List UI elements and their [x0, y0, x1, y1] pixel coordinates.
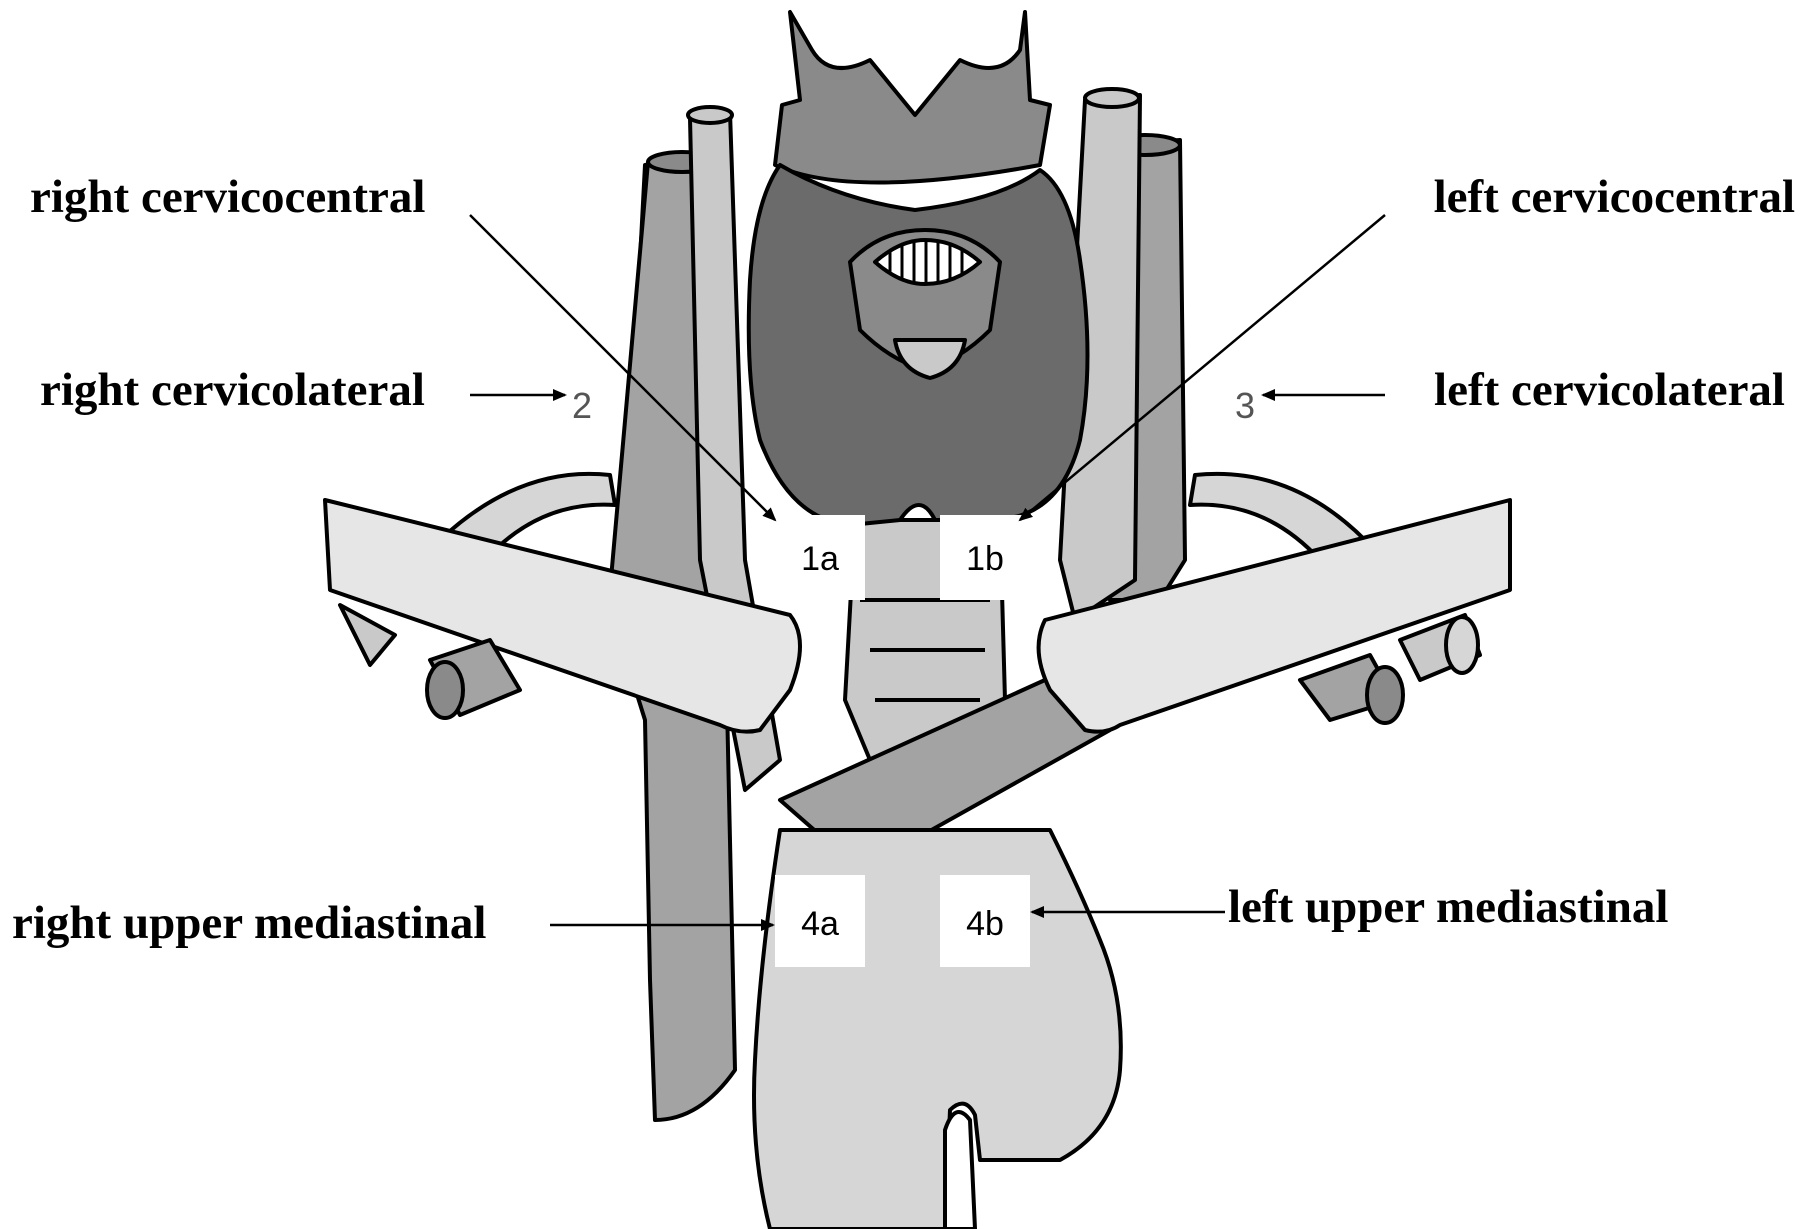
label-left-upper-mediastinal: left upper mediastinal: [1228, 881, 1668, 933]
right-carotid-top: [688, 107, 732, 123]
right-subclavian-end: [427, 662, 463, 718]
node-label-1b: 1b: [966, 540, 1004, 578]
node-box-4a: 4a: [775, 875, 865, 967]
node-label-2: 2: [572, 385, 592, 426]
node-label-4b: 4b: [966, 905, 1004, 943]
glottis-stripes: [890, 241, 962, 284]
node-box-1a: 1a: [775, 515, 865, 600]
label-left-cervicocentral: left cervicocentral: [1434, 171, 1795, 223]
label-left-cervicolateral: left cervicolateral: [1434, 364, 1785, 416]
node-label-1a: 1a: [801, 540, 839, 578]
left-axillary-end: [1446, 617, 1478, 673]
node-box-4b: 4b: [940, 875, 1030, 967]
node-label-3: 3: [1235, 385, 1255, 426]
node-box-1b: 1b: [940, 515, 1030, 600]
left-carotid-top: [1085, 89, 1139, 107]
left-subclavian-end: [1367, 667, 1403, 723]
thyroid-cartilage: [775, 12, 1050, 183]
label-right-upper-mediastinal: right upper mediastinal: [12, 897, 486, 949]
label-right-cervicolateral: right cervicolateral: [40, 364, 425, 416]
aortic-arch-notch: [945, 1112, 975, 1229]
right-scapular-wedge: [340, 605, 395, 665]
node-label-4a: 4a: [801, 905, 839, 943]
label-right-cervicocentral: right cervicocentral: [30, 171, 425, 223]
